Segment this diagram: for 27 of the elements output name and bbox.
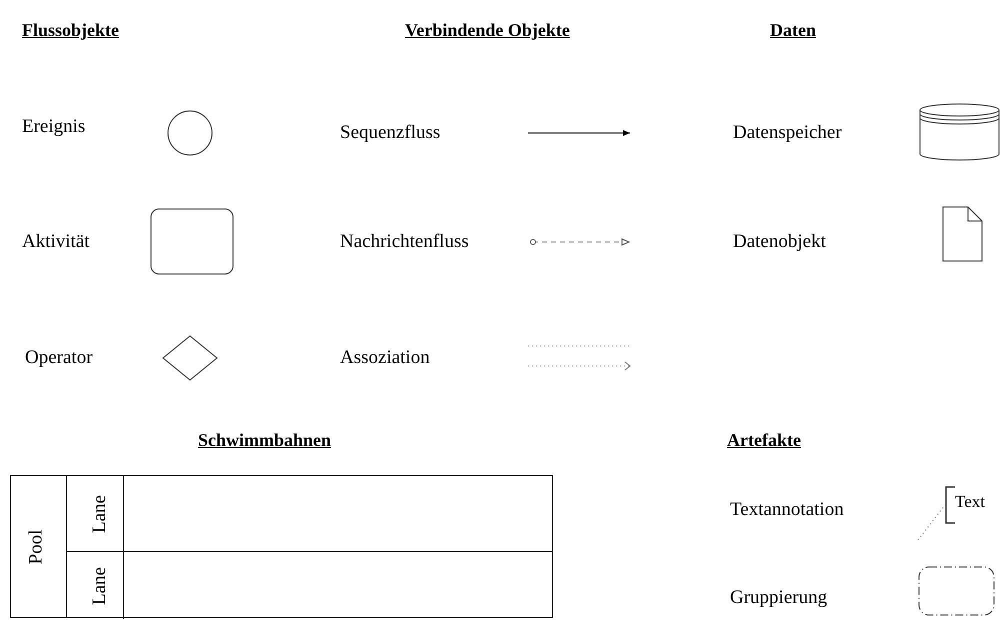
data-store-cylinder — [919, 102, 1000, 162]
section-heading: Flussobjekte — [22, 19, 120, 42]
section-heading: Schwimmbahnen — [198, 429, 332, 452]
section-heading: Artefakte — [727, 429, 801, 452]
symbol-label: Sequenzfluss — [340, 121, 440, 145]
symbol-label: Datenspeicher — [733, 121, 842, 145]
gateway-diamond — [162, 335, 218, 381]
section-heading: Daten — [770, 19, 816, 42]
activity-rectangle — [150, 208, 234, 275]
lane-label: Lane — [89, 566, 111, 604]
data-object-document — [942, 206, 983, 262]
group-shape — [918, 566, 995, 616]
symbol-label: Operator — [25, 346, 93, 370]
symbol-label: Aktivität — [22, 230, 90, 254]
pool-label: Pool — [25, 529, 48, 564]
symbol-label: Ereignis — [22, 115, 86, 139]
section-heading: Verbindende Objekte — [405, 19, 570, 42]
symbol-label: Assoziation — [340, 346, 430, 370]
symbol-label: Textannotation — [730, 498, 844, 522]
symbol-label: Datenobjekt — [733, 230, 826, 254]
event-circle — [167, 110, 213, 156]
leader-line — [918, 504, 946, 540]
lane — [67, 551, 552, 619]
symbol-label: Gruppierung — [730, 586, 828, 610]
pool — [10, 475, 553, 618]
lane-label: Lane — [89, 494, 111, 532]
symbol-label: Nachrichtenfluss — [340, 230, 469, 254]
